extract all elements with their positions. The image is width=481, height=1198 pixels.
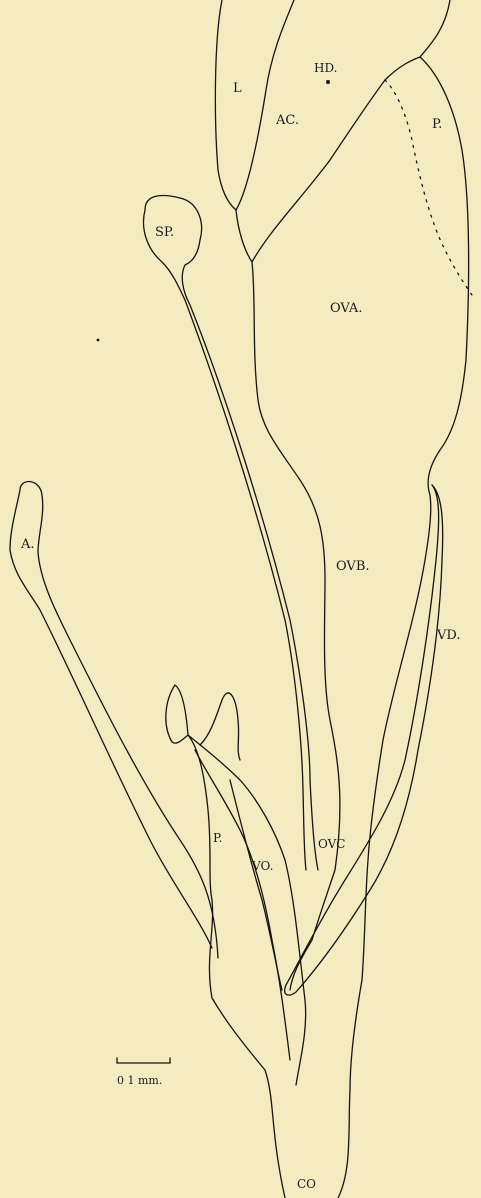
label-ova: OVA.: [330, 301, 362, 316]
label-vd: VD.: [436, 628, 460, 643]
label-vo: VO.: [251, 859, 273, 873]
dotted-boundary: [385, 80, 472, 295]
label-hd: HD.: [314, 61, 337, 75]
vo-inner-line: [230, 780, 282, 990]
label-co: CO: [297, 1177, 316, 1191]
label-l: L: [233, 81, 242, 96]
lobe-l-outline: [215, 0, 294, 210]
label-sp: SP.: [155, 225, 174, 240]
ac-duct-outline: [236, 0, 450, 262]
label-ovb: OVB.: [336, 559, 370, 574]
hd-dot: [326, 80, 330, 84]
label-scale: 0 1 mm.: [117, 1074, 162, 1087]
lower-left-outline: [166, 685, 285, 1198]
label-ovc: OVC: [318, 837, 345, 851]
label-a: A.: [20, 537, 35, 552]
spermatheca-outline: [144, 196, 318, 870]
label-p-lower: P.: [213, 831, 222, 845]
label-p-upper: P.: [432, 117, 442, 132]
stray-dot: [97, 339, 100, 342]
label-ac: AC.: [275, 113, 299, 128]
lower-left-lobe-right: [175, 685, 240, 760]
ova-left-outline: [252, 262, 340, 990]
